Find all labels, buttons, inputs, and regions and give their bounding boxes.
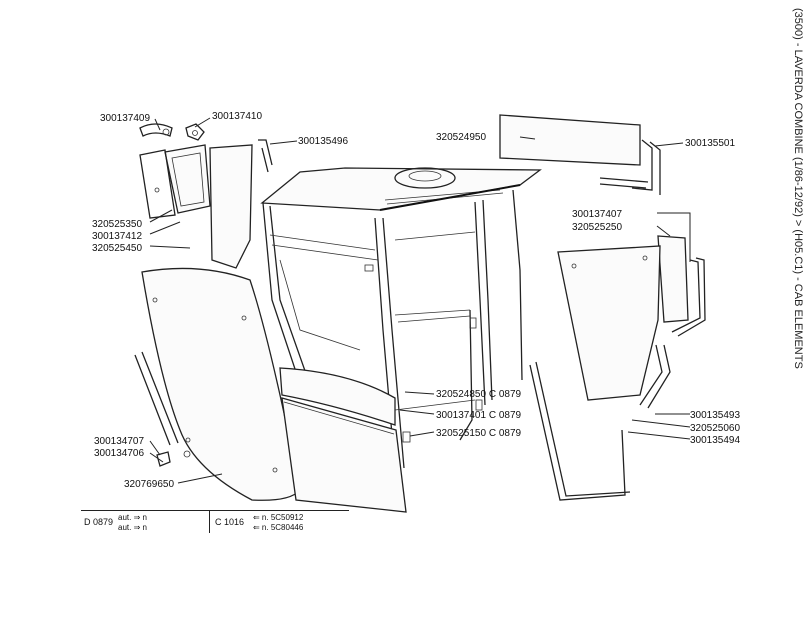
page-title: (3500) - LAVERDA COMBINE (1/86-12/92) > … — [792, 8, 804, 369]
part-label: 300137412 — [92, 231, 142, 242]
part-label: 300134707 — [94, 436, 144, 447]
part-label: 320769650 — [124, 479, 174, 490]
part-label: 320525150 C 0879 — [436, 428, 522, 439]
note-left-code: D 0879 — [84, 517, 114, 527]
part-label: 300135496 — [298, 136, 348, 147]
part-label: 320525250 — [572, 222, 622, 233]
part-labels: 300137409 300137410 300135496 320524950 … — [92, 111, 740, 490]
part-label: 300137401 C 0879 — [436, 410, 522, 421]
part-label: 300137409 — [100, 113, 150, 124]
part-label: 300137410 — [212, 111, 262, 122]
note-right-code: C 1016 — [215, 517, 245, 527]
part-label: 300135494 — [690, 435, 740, 446]
part-label: 320525450 — [92, 243, 142, 254]
part-label: 320525060 — [690, 423, 740, 434]
part-label: 320524950 — [436, 132, 486, 143]
roof-window — [499, 114, 661, 195]
note-left-lines: aut. ⇒ n aut. ⇒ n — [118, 513, 147, 533]
serial-notes-table: D 0879 aut. ⇒ n aut. ⇒ n C 1016 ⇐ n. 5C5… — [81, 510, 349, 533]
part-label: 300135493 — [690, 410, 740, 421]
note-right-line2: ⇐ n. 5C80446 — [253, 523, 304, 532]
note-right-lines: ⇐ n. 5C50912 ⇐ n. 5C80446 — [253, 513, 303, 533]
small-side-window — [139, 123, 273, 269]
note-left-line2: aut. ⇒ n — [118, 523, 147, 532]
right-side-panels — [529, 235, 706, 501]
note-separator — [209, 511, 210, 533]
part-label: 320524850 C 0879 — [436, 389, 522, 400]
part-label: 300137407 — [572, 209, 622, 220]
part-label: 300134706 — [94, 448, 144, 459]
leader-lines — [149, 117, 691, 484]
left-curved-window — [134, 267, 301, 501]
note-left-line1: aut. ⇒ n — [118, 513, 147, 522]
note-right-line1: ⇐ n. 5C50912 — [253, 513, 304, 522]
front-curved-glass — [279, 367, 407, 513]
part-label: 300135501 — [685, 138, 735, 149]
part-label: 320525350 — [92, 219, 142, 230]
